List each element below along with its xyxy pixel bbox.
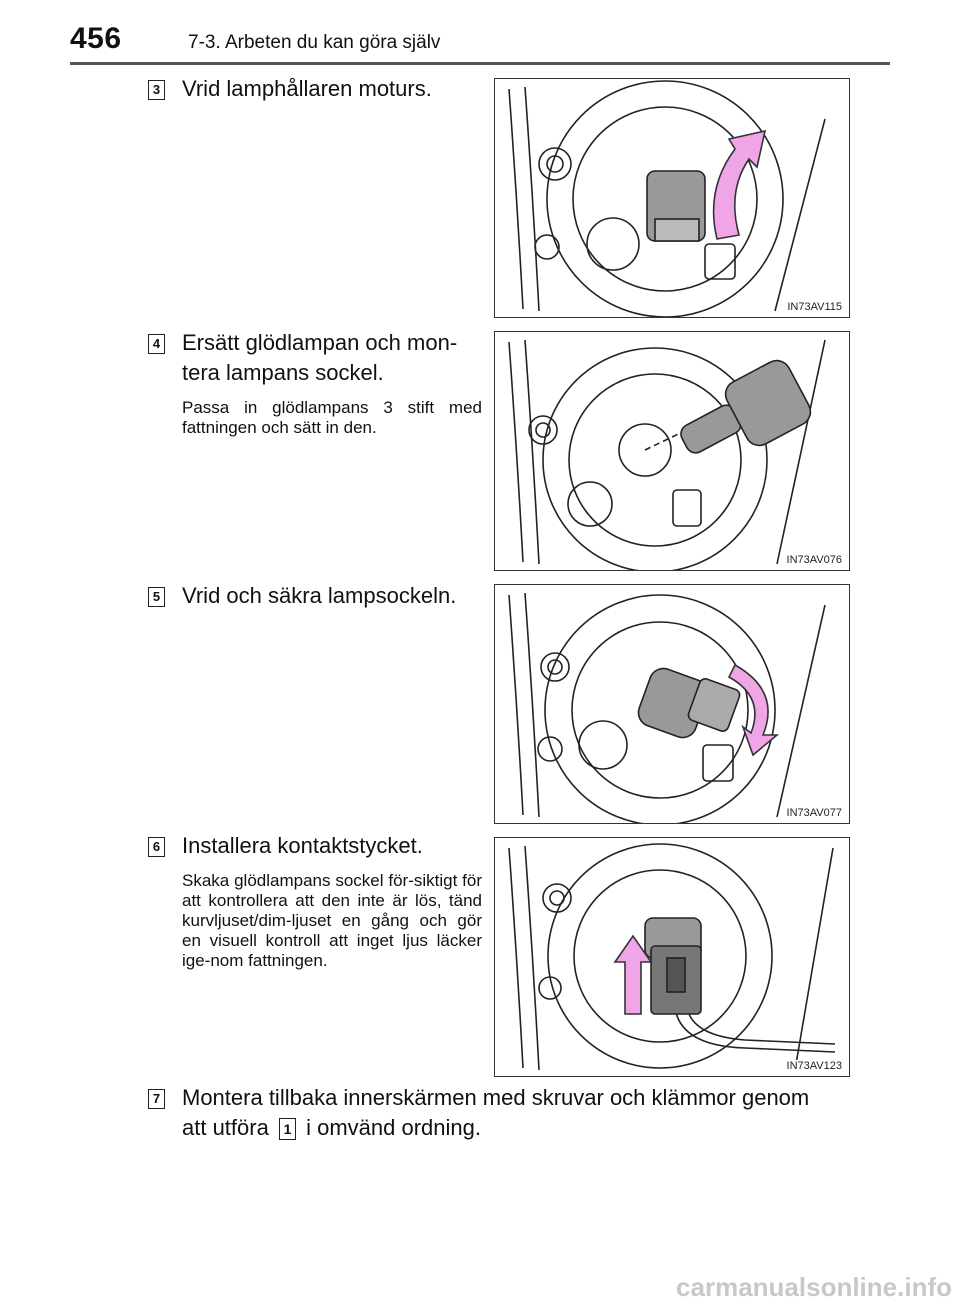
step-3-title: Vrid lamphållaren moturs. [182, 76, 432, 101]
figure-code: IN73AV076 [785, 554, 843, 566]
step-6-body: Skaka glödlampans sockel för-siktigt för… [182, 871, 482, 970]
step-4-title-line1: Ersätt glödlampan och mon- [182, 330, 458, 355]
page-header: 456 7-3. Arbeten du kan göra själv [0, 0, 960, 65]
figure-step-4: IN73AV076 [494, 331, 850, 571]
step-7-line2-pre: att utföra [182, 1115, 269, 1140]
step-7-line2-post: i omvänd ordning. [306, 1115, 481, 1140]
up-arrow-icon [613, 934, 653, 1015]
step-number-5: 5 [148, 587, 165, 607]
figure-step-3: IN73AV115 [494, 78, 850, 318]
step-number-4: 4 [148, 334, 165, 354]
figure-step-6: IN73AV123 [494, 837, 850, 1077]
connector-install-illustration [508, 843, 836, 1071]
step-number-6: 6 [148, 837, 165, 857]
step-5-title: Vrid och säkra lampsockeln. [182, 583, 457, 608]
bulb-insert-illustration [508, 339, 826, 570]
step-4-title-line2: tera lampans sockel. [182, 360, 384, 385]
figure-step-5: IN73AV077 [494, 584, 850, 824]
step-7-line2: att utföra 1 i omvänd ordning. [182, 1111, 862, 1145]
step-7-line1: Montera tillbaka innerskärmen med skruva… [182, 1085, 810, 1110]
step-number-7: 7 [148, 1089, 165, 1109]
figure-code: IN73AV123 [785, 1060, 843, 1072]
step-4-body: Passa in glödlampans 3 stift med fattnin… [182, 398, 482, 437]
figure-code: IN73AV115 [786, 301, 843, 313]
socket-rotate-cw-illustration [508, 592, 826, 823]
page-number: 456 [70, 22, 122, 55]
rotate-arrow-icon [712, 129, 767, 240]
step-number-3: 3 [148, 80, 165, 100]
figure-code: IN73AV077 [785, 807, 843, 819]
header-rule [70, 62, 890, 65]
watermark: carmanualsonline.info [676, 1272, 952, 1302]
step-reference-1: 1 [278, 1118, 296, 1141]
headlamp-rotate-ccw-illustration [508, 80, 826, 317]
section-title: 7-3. Arbeten du kan göra själv [188, 32, 441, 53]
step-6-title: Installera kontaktstycket. [182, 833, 423, 858]
rotate-arrow-icon [727, 663, 780, 757]
